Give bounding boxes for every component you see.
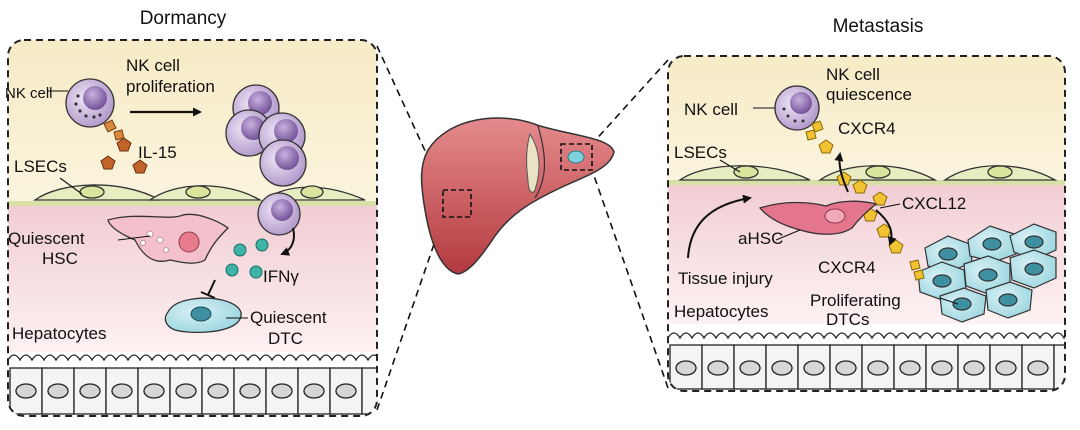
title-metastasis: Metastasis (833, 16, 924, 37)
il15-molecule-icons (100, 137, 148, 174)
label-cxcl12: CXCL12 (902, 194, 966, 213)
label-nk-quiescence-1: NK cell (826, 65, 880, 84)
lsec-cells-left (32, 184, 366, 201)
metastasis-panel: NK cell quiescence NK cell CXCR4 LSECs C… (667, 55, 1066, 392)
label-proliferating-dtcs-2: DTCs (826, 310, 869, 329)
label-quiescent-dtc-1: Quiescent (250, 308, 327, 327)
label-quiescent-dtc-2: DTC (268, 329, 303, 348)
liver-zoom-box-dormancy (442, 189, 472, 218)
title-dormancy: Dormancy (140, 8, 227, 29)
liver-icon (420, 117, 615, 275)
label-il15: IL-15 (138, 143, 177, 162)
label-cxcr4-top: CXCR4 (838, 119, 896, 138)
tissue-injury-arrow (687, 194, 752, 259)
cxcr4-receptor-top-icon (805, 120, 824, 141)
label-hepatocytes-right: Hepatocytes (674, 302, 769, 321)
nk-cell-cluster-icon (225, 84, 307, 187)
label-lsecs-right: LSECs (674, 143, 727, 162)
quiescent-hsc-icon (107, 213, 229, 264)
label-hepatocytes-left: Hepatocytes (12, 324, 107, 343)
dormancy-panel: NK cell NK cell proliferation IL-15 LSEC… (5, 39, 378, 417)
metastasis-panel-border (667, 55, 1066, 392)
label-ifn-gamma: IFNγ (263, 267, 299, 286)
hepatocyte-row-right (668, 332, 1065, 390)
label-quiescent-hsc-1: Quiescent (8, 229, 85, 248)
nk-cell-icon (65, 78, 115, 128)
nk-cell-crossing-icon (257, 192, 301, 236)
nk-cell-quiescent-icon (774, 85, 820, 131)
label-proliferating-dtcs-1: Proliferating (810, 291, 901, 310)
label-quiescent-hsc-2: HSC (42, 249, 78, 268)
hepatocyte-row-left (8, 354, 377, 415)
label-nk-cell-right: NK cell (684, 100, 738, 119)
liver-zoom-box-metastasis (560, 143, 593, 171)
leader-lines-right (719, 107, 959, 305)
label-ahsc: aHSC (738, 229, 783, 248)
label-tissue-injury: Tissue injury (678, 269, 773, 288)
label-nk-proliferation-2: proliferation (126, 77, 215, 96)
dormancy-panel-border (7, 39, 378, 417)
label-nk-proliferation-1: NK cell (126, 56, 180, 75)
cxcl12-to-dtc-arrow (875, 209, 897, 246)
cxcr4-receptor-bottom-icon (909, 259, 925, 281)
ifn-release-arrow (280, 227, 295, 256)
inhibition-symbol (200, 279, 216, 299)
label-nk-quiescence-2: quiescence (826, 85, 912, 104)
label-lsecs-left: LSECs (14, 157, 67, 176)
leader-lines-left (48, 90, 248, 319)
label-cxcr4-bottom: CXCR4 (818, 258, 876, 277)
lsec-cells-right (677, 165, 1058, 181)
liver-tumor-icon (567, 150, 585, 164)
zoom-lines (376, 45, 669, 411)
cxcl12-to-nk-arrow (834, 152, 849, 193)
cxcl12-molecule-icons (818, 139, 904, 254)
proliferating-dtc-cluster-icon (917, 223, 1057, 323)
quiescent-dtc-icon (164, 297, 242, 334)
ifn-gamma-molecule-icons (225, 238, 269, 279)
label-nk-cell-left: NK cell (5, 85, 53, 102)
activated-hsc-icon (758, 200, 878, 235)
